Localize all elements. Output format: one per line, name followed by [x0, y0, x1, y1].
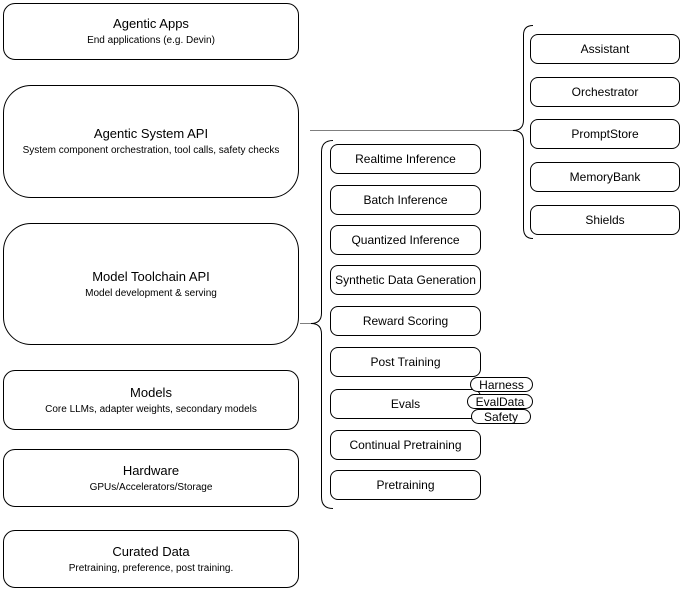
- toolchain-item-synthetic-data-generation: Synthetic Data Generation: [330, 265, 481, 295]
- system-item-memorybank: MemoryBank: [530, 162, 680, 192]
- system-item-orchestrator: Orchestrator: [530, 77, 680, 107]
- toolchain-item-post-training: Post Training: [330, 347, 481, 377]
- system-brace: [512, 25, 534, 239]
- box-title: Model Toolchain API: [92, 268, 210, 284]
- toolchain-item-continual-pretraining: Continual Pretraining: [330, 430, 481, 460]
- box-subtitle: System component orchestration, tool cal…: [22, 145, 280, 156]
- box-subtitle: Pretraining, preference, post training.: [68, 562, 234, 574]
- box-title: Curated Data: [112, 543, 190, 559]
- box-title: Agentic Apps: [113, 16, 189, 31]
- system-item-assistant: Assistant: [530, 34, 680, 64]
- toolchain-brace: [310, 140, 334, 509]
- toolchain-item-quantized-inference: Quantized Inference: [330, 225, 481, 255]
- box-subtitle: Model development & serving: [85, 287, 217, 299]
- box-title: Agentic System API: [93, 126, 209, 141]
- toolchain-item-evals: Evals: [330, 389, 481, 419]
- box-subtitle: End applications (e.g. Devin): [87, 35, 215, 46]
- box-hardware: Hardware GPUs/Accelerators/Storage: [3, 449, 299, 507]
- toolchain-item-pretraining: Pretraining: [330, 470, 481, 500]
- evals-tag-harness: Harness: [470, 377, 533, 392]
- system-item-shields: Shields: [530, 205, 680, 235]
- box-models: Models Core LLMs, adapter weights, secon…: [3, 370, 299, 430]
- box-title: Hardware: [122, 462, 180, 478]
- toolchain-item-realtime-inference: Realtime Inference: [330, 144, 481, 174]
- box-agentic-apps: Agentic Apps End applications (e.g. Devi…: [3, 3, 299, 60]
- evals-tag-evaldata: EvalData: [467, 394, 533, 409]
- toolchain-item-batch-inference: Batch Inference: [330, 185, 481, 215]
- evals-tag-safety: Safety: [471, 409, 531, 424]
- box-subtitle: Core LLMs, adapter weights, secondary mo…: [45, 403, 257, 415]
- toolchain-item-reward-scoring: Reward Scoring: [330, 306, 481, 336]
- system-item-promptstore: PromptStore: [530, 119, 680, 149]
- box-subtitle: GPUs/Accelerators/Storage: [89, 481, 213, 493]
- box-curated-data: Curated Data Pretraining, preference, po…: [3, 530, 299, 588]
- box-model-toolchain-api: Model Toolchain API Model development & …: [3, 223, 299, 345]
- box-title: Models: [130, 384, 172, 400]
- box-agentic-system-api: Agentic System API System component orch…: [3, 85, 299, 198]
